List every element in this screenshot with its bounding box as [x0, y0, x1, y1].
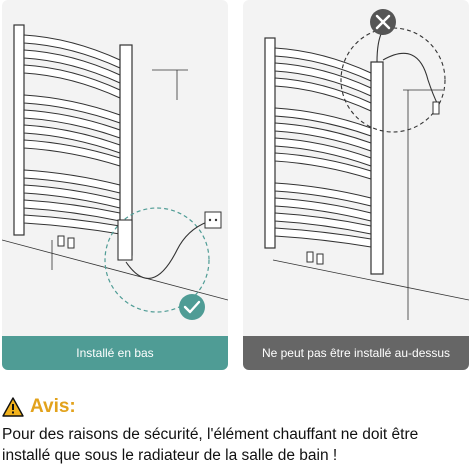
caption-not-above: Ne peut pas être installé au-dessus — [243, 336, 469, 370]
radiator-illustration-below — [2, 24, 228, 320]
warning-text: Pour des raisons de sécurité, l'élément … — [2, 426, 419, 464]
radiator-illustration-above — [264, 9, 469, 320]
panel-not-above: Ne peut pas être installé au-dessus — [243, 0, 469, 370]
warning-header: Avis: — [2, 396, 76, 418]
close-icon — [370, 9, 396, 35]
panel-installed-below: Installé en bas — [2, 0, 228, 370]
caption-installed-below: Installé en bas — [2, 336, 228, 370]
warning-triangle-icon — [2, 397, 24, 417]
check-icon — [179, 294, 205, 320]
warning-title: Avis: — [30, 396, 76, 417]
